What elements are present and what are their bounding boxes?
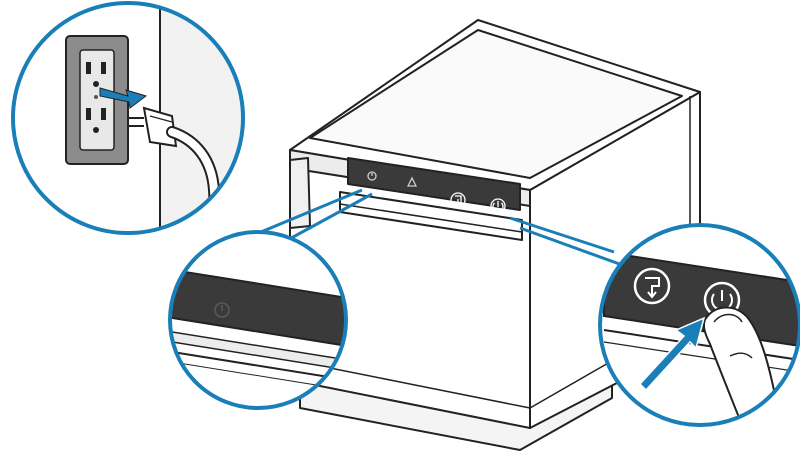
error-indicator-icon	[214, 302, 230, 318]
paper-exit-slot	[339, 191, 523, 241]
control-panel-icons	[367, 171, 506, 214]
press-power-callout	[598, 223, 800, 427]
unplug-arrow-icon	[99, 87, 148, 109]
power-button-icon[interactable]	[490, 198, 506, 214]
paper-feed-icon[interactable]	[633, 267, 671, 305]
printer-lid-inset	[309, 29, 683, 179]
power-plug-icon	[128, 106, 221, 233]
paper-feed-icon[interactable]	[450, 192, 466, 208]
printer	[289, 19, 701, 451]
wall-outlet-icon	[65, 35, 129, 165]
indicator-off-callout	[168, 230, 348, 410]
error-indicator-icon	[367, 171, 377, 181]
press-arrow-icon	[638, 316, 706, 392]
outlet-callout	[11, 1, 245, 235]
paper-indicator-icon	[406, 176, 418, 187]
control-panel	[347, 157, 521, 211]
